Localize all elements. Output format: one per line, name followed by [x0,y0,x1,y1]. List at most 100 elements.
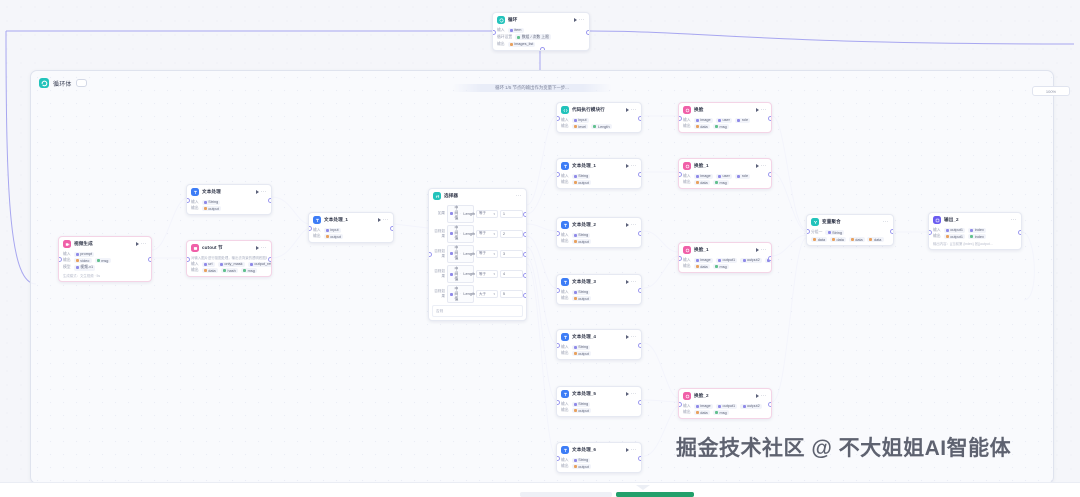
operator-select[interactable]: 大于▾ [476,289,498,299]
run-icon[interactable] [255,190,259,194]
loop-body-port[interactable] [539,46,545,50]
run-icon[interactable] [755,108,759,112]
node-tools[interactable]: ··· [255,245,267,251]
node-tools[interactable]: ··· [377,217,389,223]
more-icon[interactable]: ··· [630,334,637,340]
zoom-control[interactable]: 100% [1032,86,1070,96]
branch-output-port[interactable] [523,272,526,278]
operator-select[interactable]: 等于▾ [476,249,498,259]
node-tools[interactable]: ··· [755,247,767,253]
node-tools[interactable]: ··· [135,242,147,247]
variable-selector[interactable]: 中间值 · Length [447,264,475,284]
output-port[interactable] [1018,229,1021,235]
selector-row[interactable]: 否则如果 中间值 · Length 等于▾ 3 [429,244,526,264]
input-port[interactable] [929,229,932,235]
operator-select[interactable]: 等于▾ [476,209,498,219]
variable-selector[interactable]: 中间值 · Length [447,244,475,264]
output-port[interactable] [148,257,151,263]
selector-row[interactable]: 否则如果 中间值 · Length 等于▾ 2 [432,224,526,244]
input-port[interactable] [807,228,810,234]
node-tools[interactable]: ··· [755,107,767,113]
selector-row[interactable]: 否则如果 中间值 · Length 等于▾ 4 [432,264,526,284]
selector-row[interactable]: 如果 中间值 · Length 等于▾ 1 [432,204,526,224]
node-faceswap-2[interactable]: 换脸_1 ··· 输入 image output1 output2 role 输… [678,242,772,274]
input-port[interactable] [557,172,560,178]
selector-else-branch[interactable]: 否则 [432,305,523,318]
more-icon[interactable]: ··· [630,107,637,113]
more-icon[interactable]: ··· [515,193,522,199]
toolbar-chip-left[interactable] [520,492,612,497]
input-port[interactable] [557,343,560,349]
branch-output-port[interactable] [523,232,526,238]
output-port[interactable] [638,231,641,237]
run-icon[interactable] [377,218,381,222]
output-port[interactable] [768,172,771,178]
more-icon[interactable]: ··· [760,107,767,113]
input-port[interactable] [187,257,190,263]
node-faceswap-1[interactable]: 换脸_1 ··· 输入 image user role 输出 data msg [678,158,772,190]
output-port[interactable] [638,343,641,349]
more-icon[interactable]: ··· [760,247,767,253]
output-port[interactable] [768,402,771,408]
node-tools[interactable]: ··· [515,193,522,199]
toolbar-controls[interactable] [520,487,740,497]
node-tools[interactable]: ··· [625,107,637,113]
more-icon[interactable]: ··· [630,222,637,228]
node-code-run[interactable]: 代码执行模块行 ··· 输入 input 输出 level Length [556,102,642,134]
output-port[interactable] [638,400,641,406]
run-icon[interactable] [625,392,629,396]
run-icon[interactable] [625,335,629,339]
output-port[interactable] [638,456,641,462]
more-icon[interactable]: ··· [260,245,267,251]
else-output-port[interactable] [526,253,527,258]
input-port[interactable] [679,256,682,262]
branch-output-port[interactable] [523,212,526,218]
condition-value-input[interactable]: 1 [500,210,523,218]
condition-value-input[interactable]: 2 [500,230,523,238]
selector-row[interactable]: 否则如果 中间值 · Length 大于▾ 5 [432,284,526,304]
output-port[interactable] [268,257,271,263]
variable-selector[interactable]: 中间值 · Length [447,204,475,224]
node-tools[interactable]: ··· [625,448,637,453]
node-tools[interactable]: ··· [625,279,637,285]
node-loop[interactable]: 循环 ··· 输入 item 循环设置 数组 / 次数 上限 输出 images… [492,12,590,51]
more-icon[interactable]: ··· [260,189,267,195]
output-port[interactable] [768,116,771,122]
operator-select[interactable]: 等于▾ [476,269,498,279]
output-port[interactable] [638,116,641,122]
bottom-toolbar[interactable] [0,482,1080,497]
node-tools[interactable]: ··· [625,222,637,228]
run-icon[interactable] [625,108,629,112]
more-icon[interactable]: ··· [630,279,637,285]
more-icon[interactable]: ··· [630,391,637,397]
input-port[interactable] [679,116,682,122]
output-port[interactable] [890,228,893,234]
output-port[interactable] [586,29,589,35]
condition-value-input[interactable]: 4 [500,270,523,278]
node-tools[interactable]: ··· [625,163,637,169]
input-port[interactable] [493,29,496,35]
more-icon[interactable]: ··· [630,163,637,169]
node-tools[interactable]: ··· [755,163,767,169]
more-icon[interactable]: ··· [382,217,389,223]
input-port[interactable] [309,226,312,232]
output-port[interactable] [390,226,393,232]
node-text-process[interactable]: 文本处理 ··· 输入 String 输出 output [186,184,272,216]
run-icon[interactable] [625,223,629,227]
more-icon[interactable]: ··· [882,219,889,225]
node-aggregate[interactable]: 变量聚合 ··· 分组一 String data data data data [806,214,894,246]
condition-value-input[interactable]: 5 [500,290,523,298]
node-tools[interactable]: ··· [882,219,889,225]
node-tools[interactable]: ··· [755,394,767,399]
more-icon[interactable]: ··· [760,163,767,169]
node-cutout[interactable]: cutout 节 ··· 对输入图片进行抠图处理，输出去背景的透明底图片 ...… [186,240,272,278]
run-icon[interactable] [573,18,577,22]
operator-select[interactable]: 等于▾ [476,229,498,239]
run-icon[interactable] [255,246,259,250]
condition-value-input[interactable]: 3 [500,250,523,258]
more-icon[interactable]: ··· [1010,217,1017,223]
variable-selector[interactable]: 中间值 · Length [447,284,475,304]
branch-output-port[interactable] [523,252,526,258]
